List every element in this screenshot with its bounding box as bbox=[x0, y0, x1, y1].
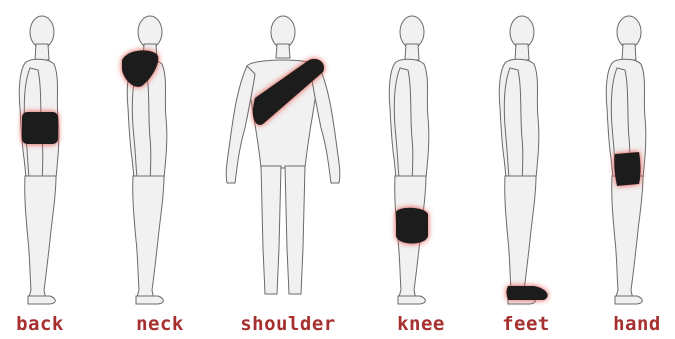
label-neck: neck bbox=[100, 313, 220, 335]
label-back: back bbox=[0, 313, 100, 335]
figure-back bbox=[19, 16, 59, 304]
label-knee: knee bbox=[361, 313, 481, 335]
label-hand: hand bbox=[577, 313, 675, 335]
pad-feet bbox=[507, 286, 548, 300]
figure-shoulder bbox=[226, 16, 340, 294]
pad-hand bbox=[614, 152, 640, 186]
pad-back bbox=[22, 112, 58, 144]
label-feet: feet bbox=[466, 313, 586, 335]
figure-knee bbox=[389, 16, 429, 304]
figure-feet bbox=[499, 16, 547, 304]
figure-hand bbox=[606, 16, 646, 304]
figure-neck bbox=[122, 16, 167, 304]
label-shoulder: shoulder bbox=[228, 313, 348, 335]
pad-knee bbox=[396, 208, 428, 244]
